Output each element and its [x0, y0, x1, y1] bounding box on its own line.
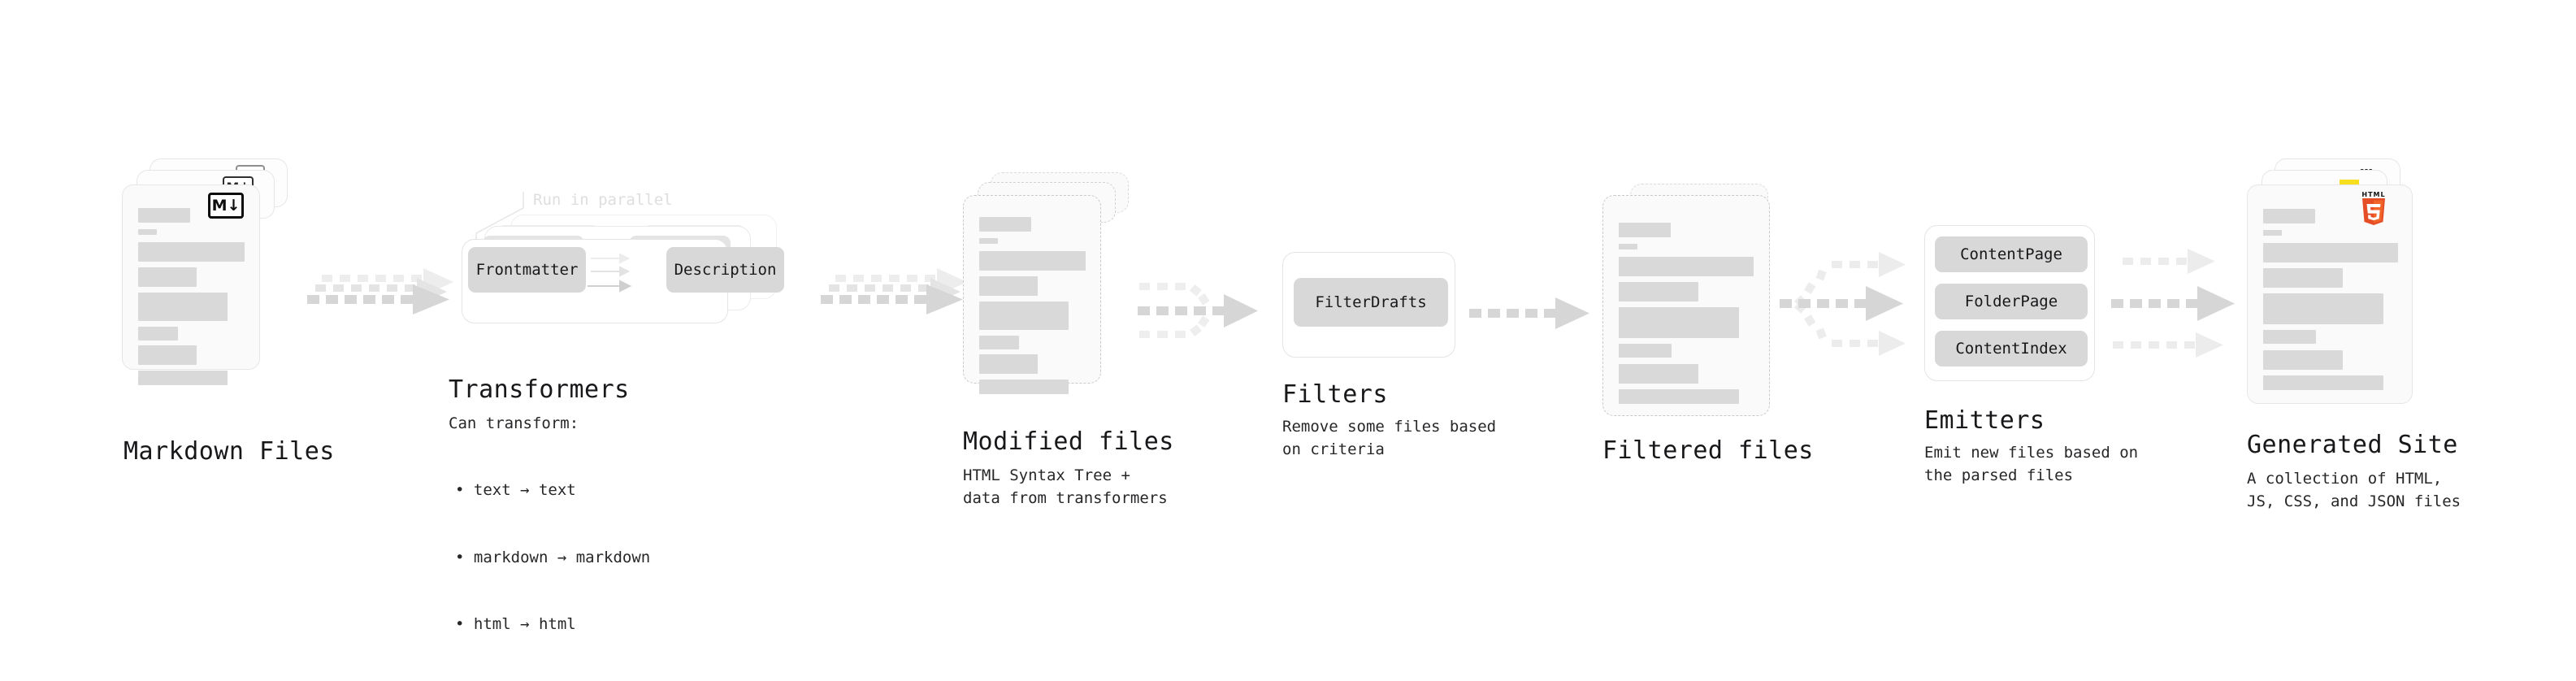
connector-filters-to-filtered — [1469, 297, 1589, 329]
list-item: • html → html — [455, 615, 576, 634]
skeleton-bar — [2263, 268, 2343, 288]
list-item: • markdown → markdown — [455, 548, 651, 566]
skeleton-bar — [1619, 364, 1698, 384]
connector-filtered-to-emitters — [1780, 252, 1906, 356]
filters-subtitle: Remove some files based on criteria — [1282, 418, 1497, 458]
skeleton-bar — [138, 208, 190, 223]
skeleton-bar — [979, 238, 998, 244]
skeleton-bar — [979, 301, 1069, 330]
stage-title-filters: Filters — [1282, 380, 1388, 409]
skeleton-bar — [1619, 307, 1739, 338]
skeleton-bar — [1619, 244, 1637, 249]
filtered-file-card-front — [1602, 195, 1770, 416]
skeleton-bar — [979, 217, 1031, 232]
generated-site-subtitle: A collection of HTML, JS, CSS, and JSON … — [2247, 470, 2461, 510]
list-item: • text → text — [455, 481, 576, 500]
emitters-subtitle: Emit new files based on the parsed files — [1924, 444, 2139, 484]
skeleton-bar — [138, 293, 228, 321]
skeleton-bar — [1619, 282, 1698, 301]
skeleton-bar — [2263, 293, 2383, 324]
emitters-pill-contentindex[interactable]: ContentIndex — [1935, 331, 2088, 367]
skeleton-bar — [2263, 209, 2315, 223]
transformer-inner-arrows — [588, 253, 632, 293]
stage-title-generated-site: Generated Site — [2247, 431, 2458, 459]
html5-shield-icon — [2362, 198, 2385, 225]
filters-pill-filterdrafts[interactable]: FilterDrafts — [1294, 278, 1448, 327]
skeleton-bar — [2263, 350, 2343, 370]
skeleton-bar — [138, 327, 178, 340]
run-in-parallel-label: Run in parallel — [533, 191, 673, 209]
skeleton-bar — [138, 229, 157, 235]
skeleton-bar — [979, 354, 1038, 374]
skeleton-bar — [2263, 243, 2398, 262]
skeleton-bar — [1619, 344, 1672, 358]
skeleton-bar — [1619, 223, 1671, 237]
stage-title-emitters: Emitters — [1924, 406, 2045, 435]
stage-title-filtered-files: Filtered files — [1602, 436, 1814, 465]
emitters-pill-contentpage[interactable]: ContentPage — [1935, 236, 2088, 272]
skeleton-bar — [138, 345, 197, 365]
skeleton-bar — [1619, 389, 1739, 404]
skeleton-bar — [2263, 230, 2282, 236]
stage-title-markdown-files: Markdown Files — [124, 437, 335, 466]
connector-modified-to-filters — [1138, 283, 1258, 338]
stage-title-transformers: Transformers — [449, 375, 630, 404]
site-file-card-html — [2247, 184, 2413, 404]
emitters-pill-folderpage[interactable]: FolderPage — [1935, 284, 2088, 319]
skeleton-bar — [979, 251, 1086, 271]
html5-logo-wordmark: HTML — [2361, 191, 2386, 198]
skeleton-bar — [2263, 330, 2316, 344]
transformer-pill-description[interactable]: Description — [666, 247, 784, 293]
skeleton-bar — [138, 267, 197, 287]
connector-md-to-transformers — [307, 268, 453, 314]
modified-file-card-front — [963, 195, 1101, 394]
skeleton-bar — [138, 242, 245, 262]
markdown-badge-icon: M↓ — [208, 193, 244, 219]
transformers-bullet-list: • text → text • markdown → markdown • ht… — [455, 435, 650, 681]
connector-emitters-to-site — [2111, 249, 2235, 358]
stage-title-modified-files: Modified files — [963, 427, 1174, 456]
skeleton-bar — [1619, 257, 1754, 276]
html5-logo-icon: HTML — [2361, 191, 2387, 228]
skeleton-bar — [979, 380, 1069, 394]
transformers-subtitle: Can transform: — [449, 414, 579, 432]
skeleton-bar — [138, 371, 228, 385]
skeleton-bar — [2263, 375, 2383, 390]
connector-transformers-to-modified — [821, 268, 967, 314]
skeleton-bar — [979, 336, 1019, 349]
skeleton-bar — [979, 276, 1038, 296]
transformer-pill-frontmatter[interactable]: Frontmatter — [468, 247, 586, 293]
modified-files-subtitle: HTML Syntax Tree + data from transformer… — [963, 466, 1168, 507]
